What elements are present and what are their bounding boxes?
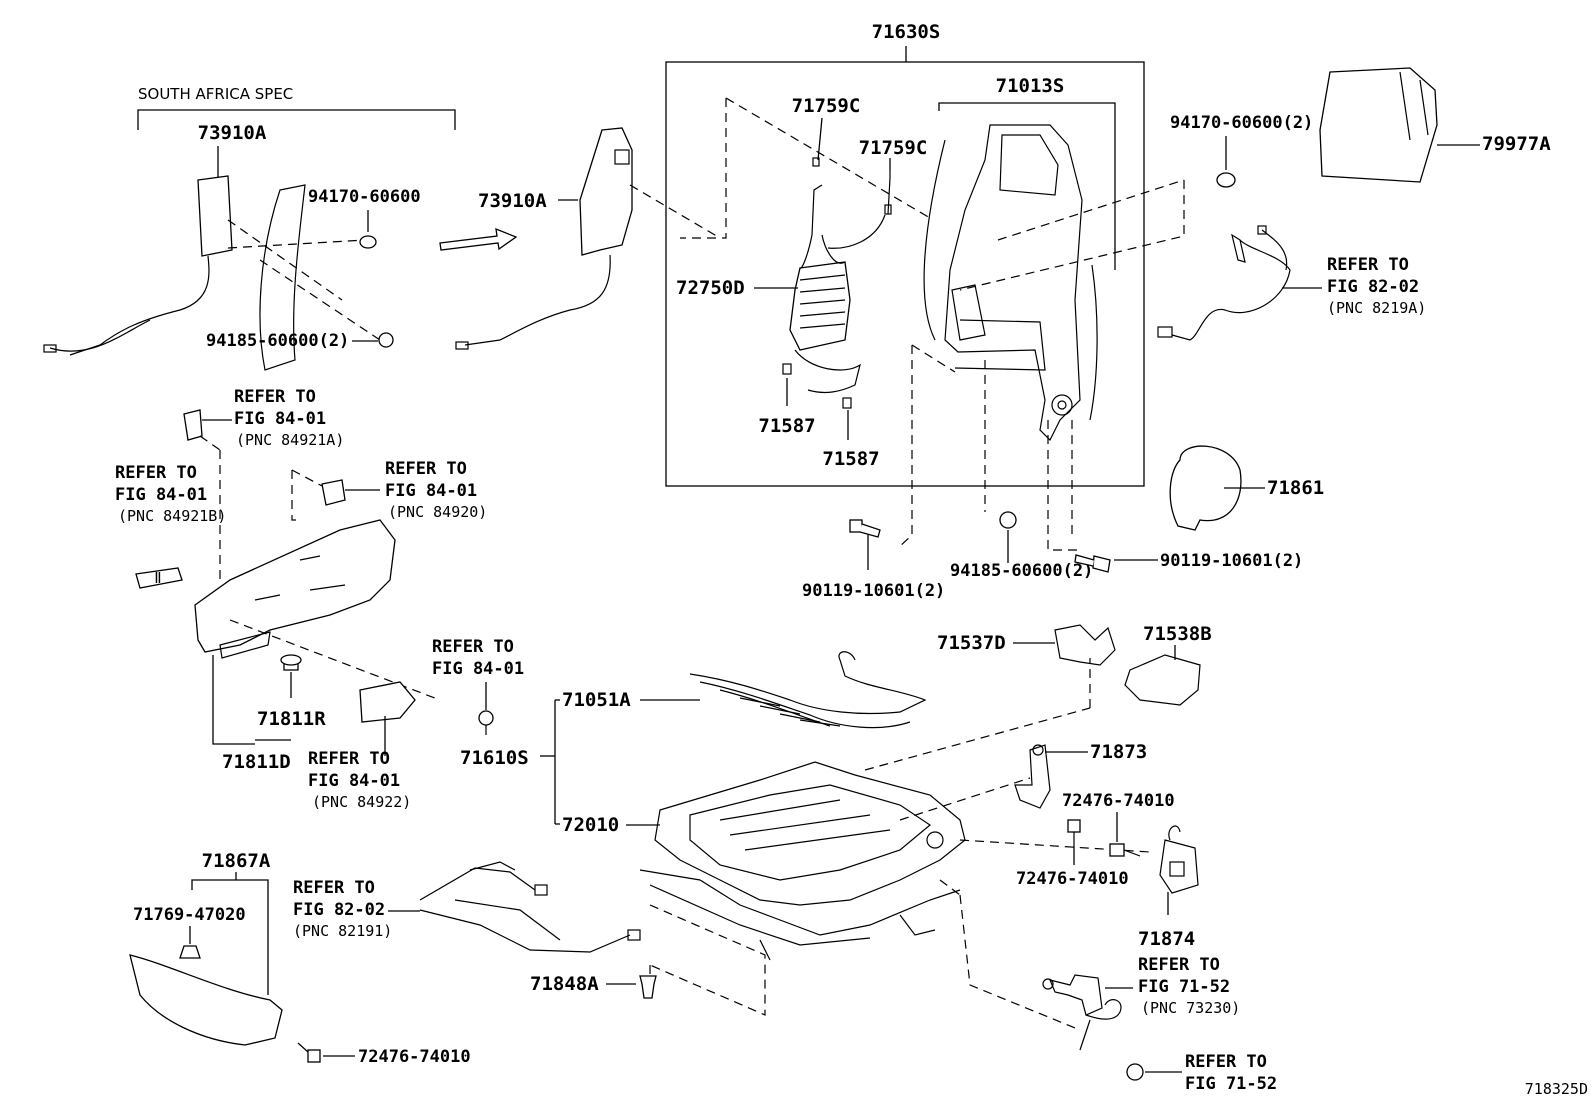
label-refer-8401-b-line2: FIG 84-01 <box>115 485 207 505</box>
wire-harness-8219A <box>1157 225 1291 341</box>
label-71630S: 71630S <box>872 21 941 43</box>
lumbar-support-part <box>680 97 931 409</box>
seatback-side-panel-a <box>259 184 306 371</box>
label-71610S: 71610S <box>460 747 529 769</box>
seat-switch-emblem: Ⅱ <box>135 567 183 589</box>
label-73910A-a: 73910A <box>198 122 267 144</box>
label-refer-7152-b-line2: FIG 71-52 <box>1185 1074 1277 1094</box>
bolt-72476-a <box>1067 819 1081 846</box>
label-72476-74010-a: 72476-74010 <box>1062 791 1175 811</box>
label-90119-10601-2-a: 90119-10601(2) <box>802 581 945 601</box>
side-airbag-part-a <box>43 175 233 356</box>
label-71759C-a: 71759C <box>792 95 861 117</box>
label-refer-8401-e-line2: FIG 84-01 <box>308 771 400 791</box>
label-90119-10601-2-b: 90119-10601(2) <box>1160 551 1303 571</box>
side-airbag-part-b <box>455 127 633 350</box>
label-71759C-b: 71759C <box>859 137 928 159</box>
label-refer-8401-b-line1: REFER TO <box>115 463 197 483</box>
label-refer-8401-c-line2: FIG 84-01 <box>385 481 477 501</box>
label-71051A: 71051A <box>562 689 631 711</box>
bolt-72476-c <box>297 1042 321 1063</box>
seat-switch-knob-e <box>359 681 416 723</box>
label-refer-8401-e-line1: REFER TO <box>308 749 390 769</box>
label-71538B: 71538B <box>1143 623 1212 645</box>
side-shield-71867A <box>129 954 283 1046</box>
bracket-71537D <box>1054 624 1116 666</box>
label-refer-8202-b-line3: (PNC 82191) <box>293 922 392 940</box>
label-refer-8401-a-line2: FIG 84-01 <box>234 409 326 429</box>
label-refer-8202-a-line3: (PNC 8219A) <box>1327 299 1426 317</box>
diagram-id: 718325D <box>1525 1080 1588 1098</box>
seatback-frame-part <box>923 124 1098 442</box>
bracket-71874 <box>1159 825 1199 894</box>
label-71587-b: 71587 <box>822 448 879 470</box>
seat-spring-part <box>689 651 927 729</box>
bolt-90119-b <box>1074 554 1111 573</box>
label-71861: 71861 <box>1267 477 1324 499</box>
label-72476-74010-c: 72476-74010 <box>358 1047 471 1067</box>
label-refer-7152-a-line2: FIG 71-52 <box>1138 977 1230 997</box>
svg-text:Ⅱ: Ⅱ <box>154 569 161 587</box>
label-71587-a: 71587 <box>758 415 815 437</box>
seat-belt-buckle-part <box>1042 974 1122 1051</box>
label-71013S: 71013S <box>996 75 1065 97</box>
arrow-right-icon <box>439 227 518 251</box>
label-71874: 71874 <box>1138 928 1195 950</box>
label-94170-60600-2: 94170-60600(2) <box>1170 113 1313 133</box>
label-79977A: 79977A <box>1482 133 1551 155</box>
label-refer-8401-d-line1: REFER TO <box>432 637 514 657</box>
clip-94170-60600 <box>359 235 377 249</box>
bolt-71811R <box>280 654 302 671</box>
seat-switch-knob-a <box>183 409 203 441</box>
nut-94185-a <box>378 332 394 348</box>
assembly-71630S-box <box>665 46 1145 487</box>
label-refer-8401-c-line1: REFER TO <box>385 459 467 479</box>
headrest-cover-part <box>1169 445 1242 531</box>
label-refer-8401-c-line3: (PNC 84920) <box>388 503 487 521</box>
label-refer-8401-d-line2: FIG 84-01 <box>432 659 524 679</box>
label-73910A-b: 73910A <box>478 190 547 212</box>
label-refer-8202-b-line1: REFER TO <box>293 878 375 898</box>
label-71537D: 71537D <box>937 632 1006 654</box>
clip-94170-60600-2 <box>1216 172 1236 188</box>
label-94185-60600-2-b: 94185-60600(2) <box>950 561 1093 581</box>
clip-71848A <box>639 975 657 999</box>
label-71873: 71873 <box>1090 741 1147 763</box>
label-72010: 72010 <box>562 814 619 836</box>
bracket-71873 <box>1014 744 1051 809</box>
label-refer-7152-a-line1: REFER TO <box>1138 955 1220 975</box>
label-71769-47020: 71769-47020 <box>133 905 246 925</box>
label-south-africa-spec: SOUTH AFRICA SPEC <box>138 85 293 103</box>
nut-refer-7152-b <box>1126 1063 1144 1081</box>
label-refer-7152-a-line3: (PNC 73230) <box>1141 999 1240 1017</box>
label-71867A: 71867A <box>202 850 271 872</box>
label-71811D: 71811D <box>222 751 291 773</box>
label-94185-60600-2-a: 94185-60600(2) <box>206 331 349 351</box>
seat-side-cover-part <box>194 519 396 659</box>
label-refer-7152-b-line1: REFER TO <box>1185 1052 1267 1072</box>
label-71848A: 71848A <box>530 973 599 995</box>
headrest-pad-part <box>1319 67 1438 183</box>
seat-switch-knob-c <box>321 479 346 506</box>
label-refer-8401-e-line3: (PNC 84922) <box>312 793 411 811</box>
cover-71538B <box>1124 654 1201 706</box>
label-refer-8202-b-line2: FIG 82-02 <box>293 900 385 920</box>
wire-harness-82191 <box>419 861 641 953</box>
bolt-72476-b <box>1109 843 1141 857</box>
label-refer-8202-a-line1: REFER TO <box>1327 255 1409 275</box>
label-72750D: 72750D <box>676 277 745 299</box>
label-refer-8401-b-line3: (PNC 84921B) <box>118 507 226 525</box>
screw-refer-8401-d <box>478 710 494 735</box>
bolt-90119-a <box>849 519 881 538</box>
nut-94185-b <box>999 511 1017 529</box>
label-71811R: 71811R <box>257 708 326 730</box>
label-72476-74010-b: 72476-74010 <box>1016 869 1129 889</box>
seat-cushion-frame-part <box>639 761 966 961</box>
label-refer-8401-a-line1: REFER TO <box>234 387 316 407</box>
label-refer-8401-a-line3: (PNC 84921A) <box>236 431 344 449</box>
label-94170-60600: 94170-60600 <box>308 187 421 207</box>
label-refer-8202-a-line2: FIG 82-02 <box>1327 277 1419 297</box>
clip-71769-47020 <box>179 945 201 959</box>
